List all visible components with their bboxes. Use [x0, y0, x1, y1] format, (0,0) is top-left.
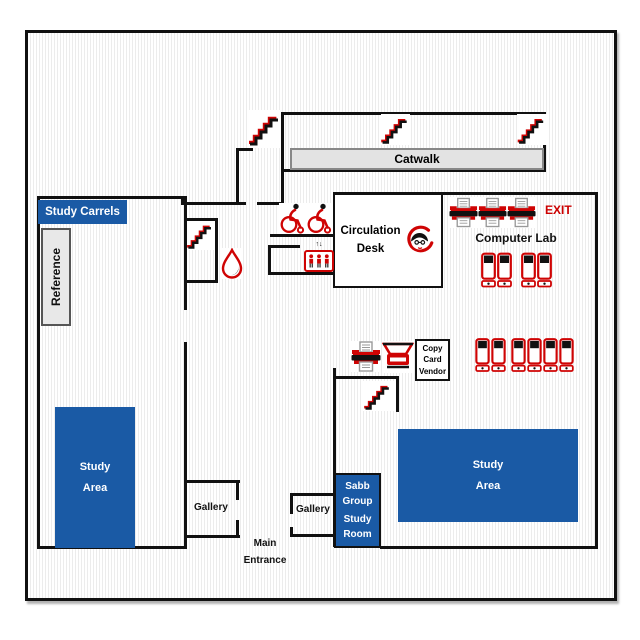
wall-segment — [236, 148, 239, 203]
water-fountain-icon — [221, 248, 243, 279]
main-entrance-label: Main Entrance — [243, 538, 287, 566]
study-carrels-label: Study Carrels — [45, 206, 120, 218]
circulation-desk-room: Circulation Desk — [333, 193, 443, 288]
printer-icon — [449, 197, 478, 228]
wall-segment — [281, 112, 546, 115]
wall-segment — [236, 148, 253, 151]
wall-segment — [185, 280, 218, 283]
computer-lab-label: Computer Lab — [475, 231, 557, 245]
stairs-icon — [362, 381, 394, 411]
wall-segment — [184, 535, 240, 538]
wall-segment — [184, 342, 187, 548]
elevator-direction-arrows: ↑↓ — [315, 241, 323, 248]
exit-label: EXIT — [545, 203, 572, 217]
printer-icon — [507, 197, 536, 228]
wall-segment — [290, 527, 293, 537]
wall-segment — [281, 112, 284, 203]
wall-segment — [215, 218, 218, 283]
computer-icon — [511, 338, 526, 372]
help-desk-person-icon — [403, 224, 436, 257]
wall-segment — [396, 376, 399, 412]
wall-segment — [595, 192, 598, 549]
computer-icon — [521, 252, 536, 288]
computer-icon — [497, 252, 512, 288]
wall-segment — [268, 245, 300, 248]
wheelchair-icon — [279, 203, 305, 234]
study-area-east: Study Area — [398, 429, 578, 522]
wall-segment — [333, 192, 598, 195]
wall-segment — [257, 202, 283, 205]
gallery-west-label: Gallery — [194, 502, 228, 513]
computer-icon — [537, 252, 552, 288]
computer-icon — [527, 338, 542, 372]
wall-segment — [37, 196, 184, 199]
wheelchair-icon — [306, 203, 332, 234]
copy-card-vendor-box: Copy Card Vendor — [415, 339, 450, 381]
wall-segment — [185, 218, 218, 221]
copier-icon — [382, 341, 414, 373]
wall-segment — [334, 376, 398, 379]
wall-segment — [333, 368, 336, 547]
study-carrels-room: Study Carrels — [38, 200, 127, 224]
computer-icon — [559, 338, 574, 372]
wall-segment — [290, 493, 293, 514]
wall-segment — [281, 169, 546, 172]
computer-icon — [475, 338, 490, 372]
computer-icon — [481, 252, 496, 288]
catwalk-bar: Catwalk — [290, 148, 544, 170]
stairs-icon — [517, 114, 547, 145]
wall-segment — [181, 202, 246, 205]
wall-segment — [184, 196, 187, 310]
study-area-west: Study Area — [55, 407, 135, 548]
catwalk-label: Catwalk — [394, 152, 440, 166]
elevator-icon — [304, 250, 334, 272]
wall-segment — [290, 493, 336, 496]
printer-icon — [351, 341, 381, 372]
wall-segment — [236, 480, 239, 500]
sabb-group-study-room: Sabb Group Study Room — [334, 473, 381, 548]
floor-map: Study Carrels Reference Catwalk Circulat… — [25, 30, 617, 601]
circulation-desk-label: Circulation Desk — [340, 225, 401, 255]
wall-segment — [268, 272, 334, 275]
reference-area: Reference — [41, 228, 71, 326]
wall-segment — [37, 196, 40, 548]
computer-icon — [543, 338, 558, 372]
gallery-east-label: Gallery — [296, 504, 330, 515]
wall-segment — [236, 520, 239, 537]
wall-segment — [268, 245, 271, 275]
wall-segment — [380, 546, 598, 549]
computer-icon — [491, 338, 506, 372]
stairs-icon — [249, 110, 281, 148]
wall-segment — [184, 480, 240, 483]
printer-icon — [478, 197, 507, 228]
stairs-icon — [187, 221, 214, 250]
wall-segment — [290, 534, 336, 537]
wall-segment — [181, 196, 184, 205]
reference-label: Reference — [49, 247, 63, 307]
wall-segment — [270, 234, 334, 237]
stairs-icon — [381, 114, 410, 145]
